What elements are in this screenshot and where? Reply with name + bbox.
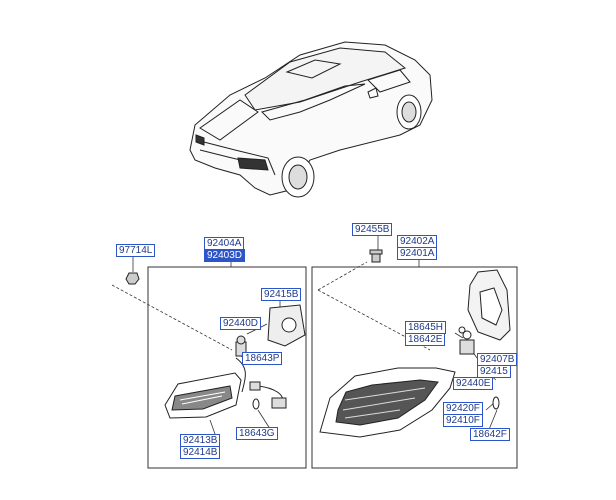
part-label-92410F[interactable]: 92410F (443, 414, 483, 427)
right-bulb (492, 396, 500, 410)
right-socket (458, 326, 475, 355)
part-label-92415B[interactable]: 92415B (261, 288, 302, 301)
nut-part (125, 272, 140, 285)
left-socket (235, 335, 247, 357)
part-label-92440D[interactable]: 92440D (220, 317, 262, 330)
left-bulb (252, 398, 260, 410)
part-label-92401A[interactable]: 92401A (397, 247, 438, 260)
part-label-18643G[interactable]: 18643G (236, 427, 278, 440)
part-label-92455B[interactable]: 92455B (352, 223, 393, 236)
left-tail-lamp (164, 372, 242, 419)
part-label-97714L[interactable]: 97714L (116, 244, 156, 257)
right-assembly-frame (311, 266, 518, 469)
part-label-92415[interactable]: 92415 (477, 365, 511, 378)
part-label-92414B[interactable]: 92414B (180, 446, 221, 459)
left-harness (235, 357, 287, 409)
part-label-92403D[interactable]: 92403D (204, 249, 246, 262)
car-illustration (189, 41, 433, 198)
bolt-part (369, 249, 383, 263)
right-tail-lamp (319, 367, 456, 438)
part-label-18642E[interactable]: 18642E (405, 333, 446, 346)
part-label-92440E[interactable]: 92440E (453, 377, 494, 390)
part-label-18642F[interactable]: 18642F (470, 428, 510, 441)
left-assembly-frame (147, 266, 307, 469)
part-label-18643P[interactable]: 18643P (242, 352, 283, 365)
